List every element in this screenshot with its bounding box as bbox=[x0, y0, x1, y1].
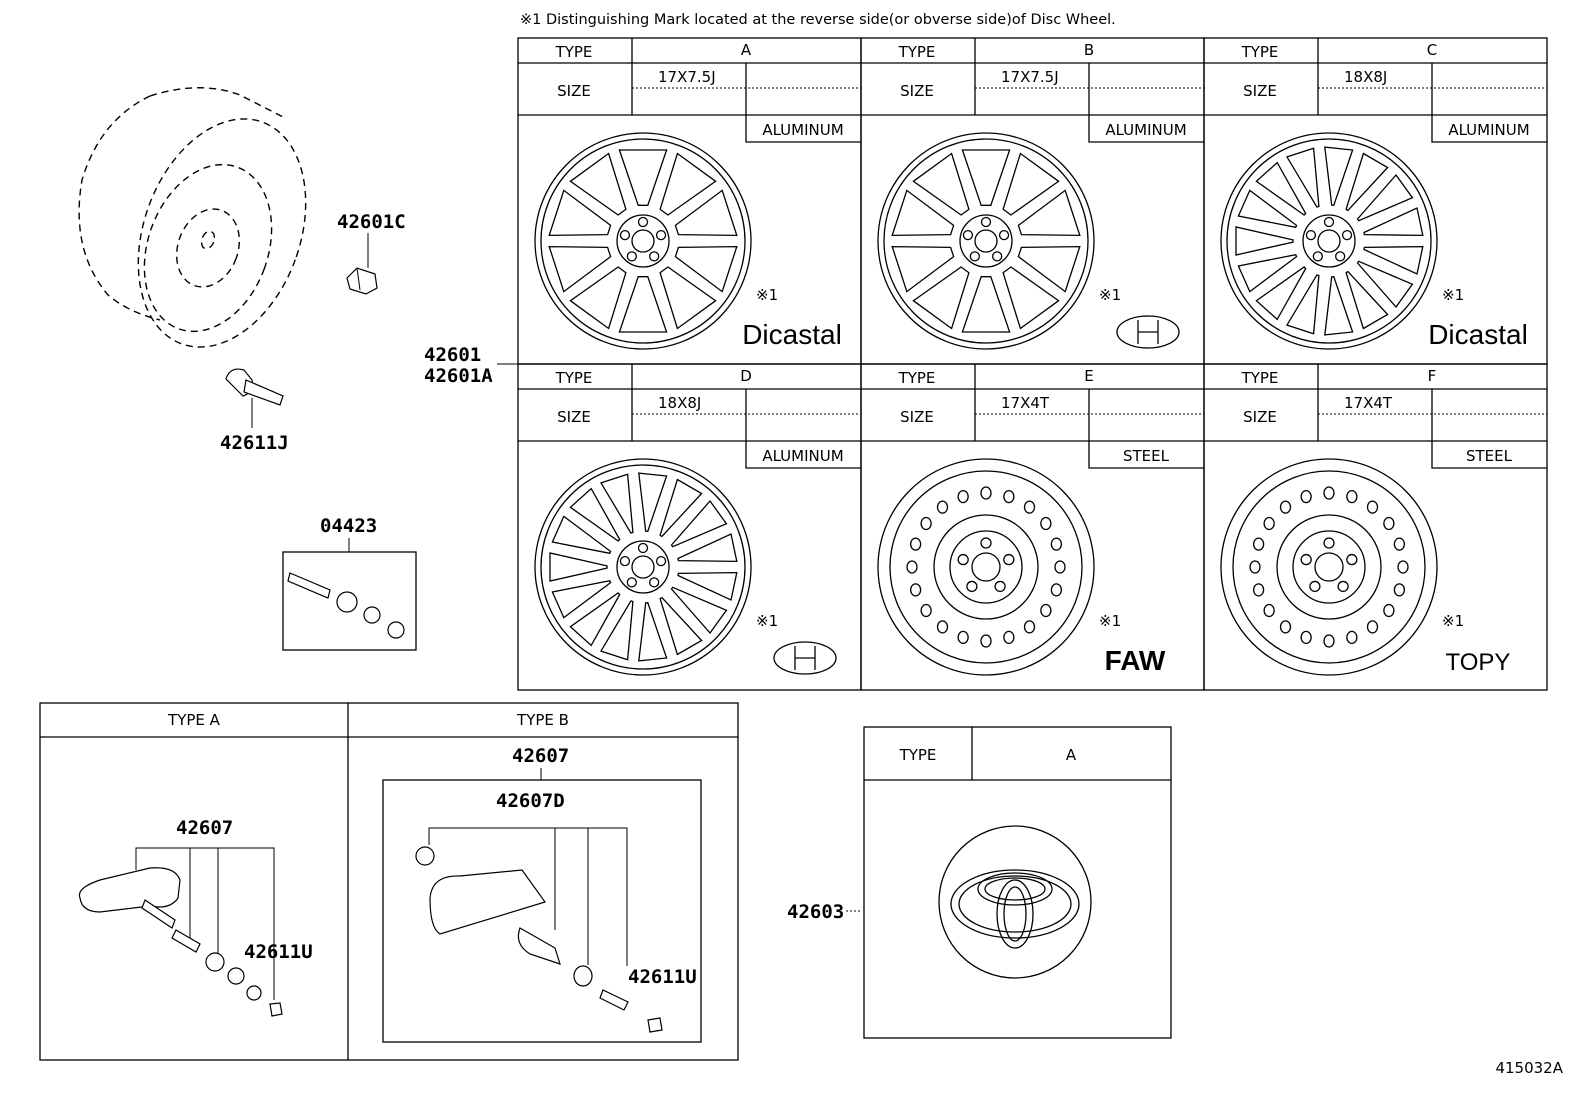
wheel-c-maker: Dicastal bbox=[1428, 319, 1528, 350]
wheel-f-type-label: TYPE bbox=[1241, 369, 1279, 387]
cap-type-value: A bbox=[1066, 746, 1077, 764]
wheel-b-mark-ref: ※1 bbox=[1099, 286, 1121, 304]
wheel-a-material: ALUMINUM bbox=[762, 121, 843, 139]
wheel-e-maker: FAW bbox=[1105, 645, 1166, 676]
type-a-valve-part-number: 42611U bbox=[244, 941, 313, 963]
cap-type-label: TYPE bbox=[899, 746, 937, 764]
wheel-a-maker: Dicastal bbox=[742, 319, 842, 350]
wheel-d-rim bbox=[534, 458, 752, 676]
wheel-d-type-label: TYPE bbox=[555, 369, 593, 387]
wheel-c-rim bbox=[1220, 132, 1438, 350]
wheel-f-material: STEEL bbox=[1466, 447, 1513, 465]
wheel-d-maker-emblem bbox=[773, 641, 837, 675]
sensor-type-b-title: TYPE B bbox=[516, 711, 569, 729]
wheel-part-number: 42601 bbox=[424, 344, 481, 366]
cap-part-number: 42603 bbox=[787, 901, 844, 923]
tire-illustration bbox=[78, 87, 307, 348]
wheel-b-material: ALUMINUM bbox=[1105, 121, 1186, 139]
illustration-id: 415032A bbox=[1495, 1059, 1563, 1077]
type-b-sensor-part-number: 42607 bbox=[512, 745, 569, 767]
wheel-a-size-label: SIZE bbox=[557, 82, 591, 100]
wheel-d-mark-ref: ※1 bbox=[756, 612, 778, 630]
wheel-b-type-value: B bbox=[1084, 41, 1094, 59]
type-a-sensor-part-number: 42607 bbox=[176, 817, 233, 839]
wheel-e-mark-ref: ※1 bbox=[1099, 612, 1121, 630]
sensor-type-a-title: TYPE A bbox=[167, 711, 221, 729]
wheel-f-size-label: SIZE bbox=[1243, 408, 1277, 426]
wheel-f-mark-ref: ※1 bbox=[1442, 612, 1464, 630]
sensor-table: TYPE A TYPE B 42607 42611U 42607 42607D … bbox=[39, 702, 739, 1061]
wheel-c-type-value: C bbox=[1427, 41, 1437, 59]
valve-kit-part-number: 04423 bbox=[320, 515, 377, 537]
wheel-e-material: STEEL bbox=[1123, 447, 1170, 465]
lug-nut-part: 42601C bbox=[337, 211, 406, 295]
wheel-a-size-value: 17X7.5J bbox=[658, 68, 716, 86]
wheel-c-material: ALUMINUM bbox=[1448, 121, 1529, 139]
wheel-a-type-value: A bbox=[741, 41, 752, 59]
wheel-d-material: ALUMINUM bbox=[762, 447, 843, 465]
wheel-f-cell bbox=[1203, 363, 1548, 691]
distinguishing-mark-note: ※1 Distinguishing Mark located at the re… bbox=[520, 12, 1116, 28]
wheel-b-size-value: 17X7.5J bbox=[1001, 68, 1059, 86]
wheel-c-mark-ref: ※1 bbox=[1442, 286, 1464, 304]
lug-nut-part-number: 42601C bbox=[337, 211, 406, 233]
wheel-c-type-label: TYPE bbox=[1241, 43, 1279, 61]
wheel-part-number-alt: 42601A bbox=[424, 365, 493, 387]
wheel-b-size-label: SIZE bbox=[900, 82, 934, 100]
wheel-a-rim bbox=[534, 132, 752, 350]
valve-part-number: 42611J bbox=[220, 432, 289, 454]
valve-kit-part: 04423 bbox=[282, 515, 417, 651]
wheel-f-size-value: 17X4T bbox=[1344, 394, 1393, 412]
type-b-sensor-sub-part-number: 42607D bbox=[496, 790, 565, 812]
wheel-b-maker-emblem bbox=[1116, 315, 1180, 349]
wheel-b-type-label: TYPE bbox=[898, 43, 936, 61]
wheel-a-type-label: TYPE bbox=[555, 43, 593, 61]
wheel-e-size-value: 17X4T bbox=[1001, 394, 1050, 412]
wheel-d-type-value: D bbox=[740, 367, 752, 385]
wheel-b-rim bbox=[877, 132, 1095, 350]
wheel-c-size-value: 18X8J bbox=[1344, 68, 1387, 86]
wheel-e-size-label: SIZE bbox=[900, 408, 934, 426]
wheel-e-type-label: TYPE bbox=[898, 369, 936, 387]
valve-part: 42611J bbox=[220, 368, 289, 454]
wheel-d-size-value: 18X8J bbox=[658, 394, 701, 412]
wheel-e-rim bbox=[877, 458, 1095, 676]
wheel-f-rim bbox=[1220, 458, 1438, 676]
wheel-e-type-value: E bbox=[1084, 367, 1093, 385]
center-cap-table: TYPE A 42603 bbox=[787, 726, 1172, 1039]
wheel-f-type-value: F bbox=[1428, 367, 1437, 385]
wheel-f-maker: TOPY bbox=[1446, 649, 1511, 676]
wheel-c-size-label: SIZE bbox=[1243, 82, 1277, 100]
wheel-d-size-label: SIZE bbox=[557, 408, 591, 426]
wheel-a-mark-ref: ※1 bbox=[756, 286, 778, 304]
type-b-valve-part-number: 42611U bbox=[628, 966, 697, 988]
